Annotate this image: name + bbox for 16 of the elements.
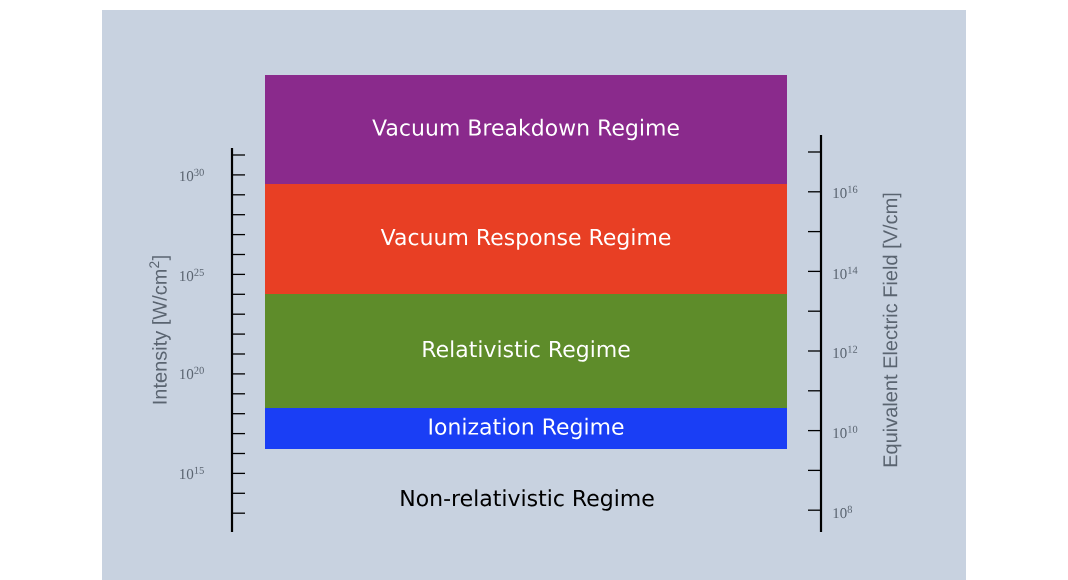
regime-band: Vacuum Breakdown Regime (265, 75, 787, 184)
tick-label: 10$^{20}$ (180, 366, 204, 380)
axis-title: Equivalent Electric Field [V/cm] (882, 193, 902, 467)
tick-label: 10$^{10}$ (833, 425, 858, 439)
tick-label: 10$^{30}$ (180, 168, 204, 182)
regime-band: Ionization Regime (265, 408, 787, 449)
tick-label: 10$^{16}$ (833, 185, 858, 199)
tick-label: 10$^{12}$ (833, 345, 858, 359)
tick-label: 10$^{14}$ (833, 266, 858, 280)
regime-label: Non-relativistic Regime (401, 489, 654, 511)
axis-title: Intensity [W/cm$^{2}$] (149, 256, 171, 404)
regime-band: Vacuum Response Regime (265, 184, 787, 294)
tick-label: 10$^{15}$ (180, 466, 204, 480)
regime-band: Relativistic Regime (265, 294, 787, 408)
tick-label: 10$^{8}$ (833, 505, 853, 519)
tick-label: 10$^{25}$ (180, 268, 204, 282)
